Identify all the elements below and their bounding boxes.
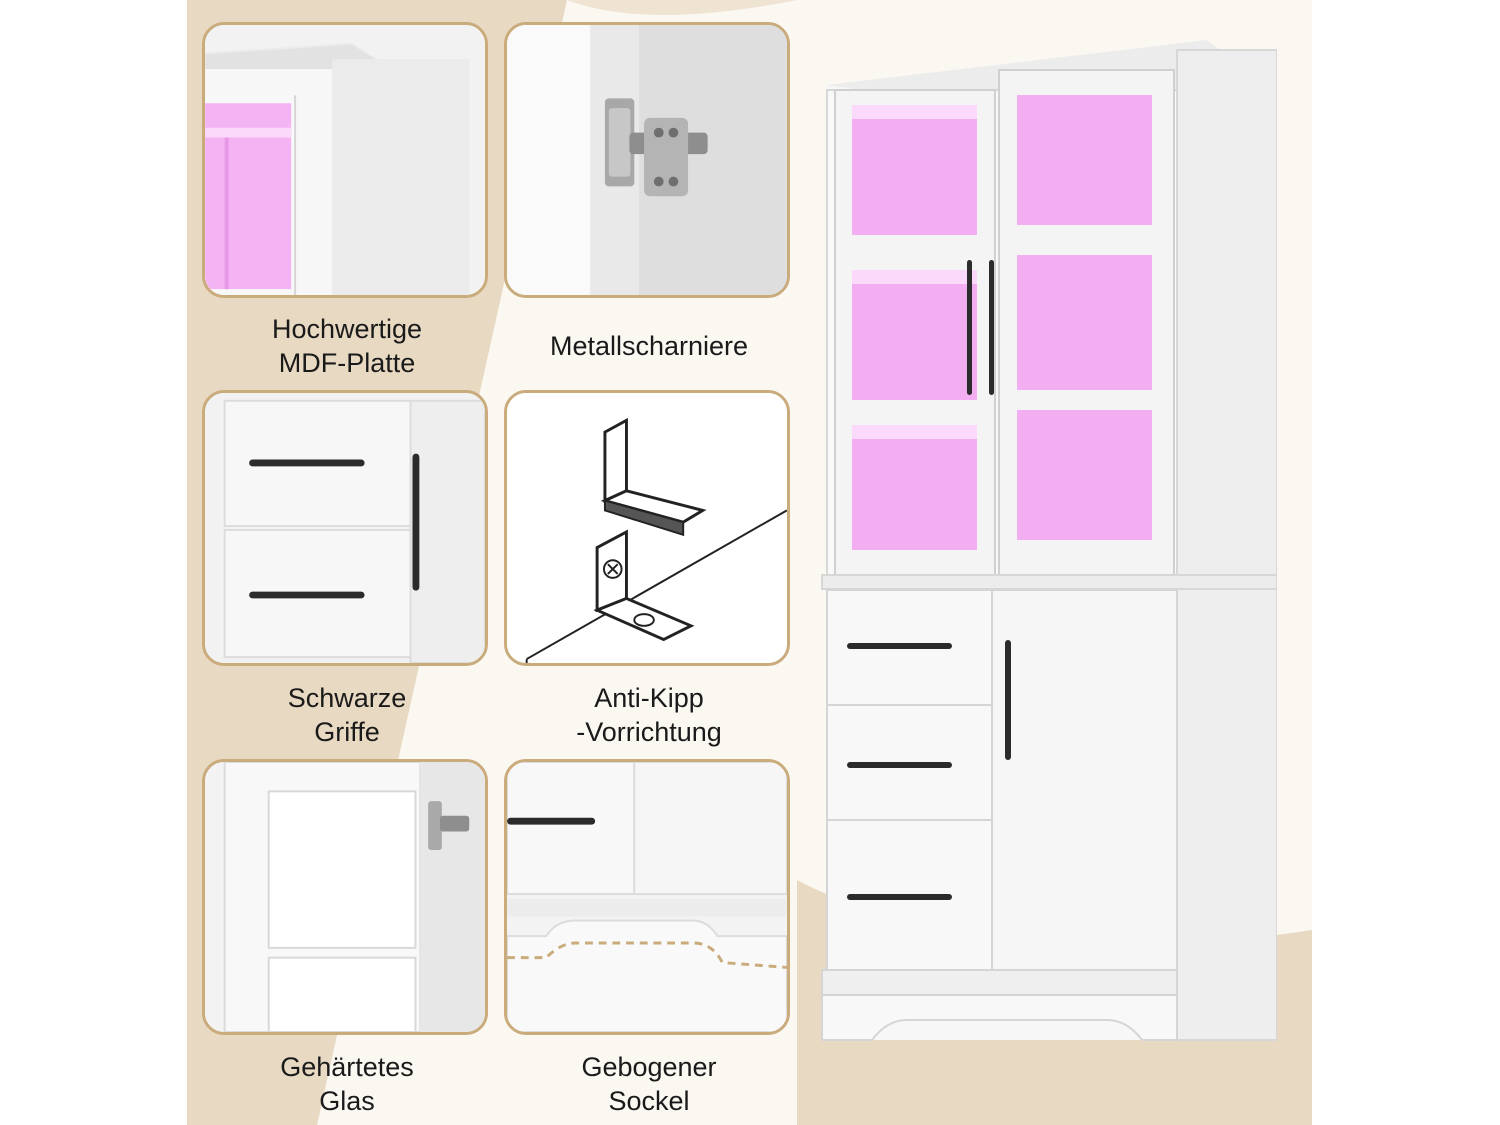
mdf-board-icon [205,25,485,295]
black-handle-icon [205,393,485,663]
metal-hinge-icon [507,25,787,295]
caption-anti-tip: Anti-Kipp-Vorrichtung [576,683,722,747]
panel-mdf-board [202,22,488,298]
caption-metal-hinge: Metallscharniere [549,331,749,361]
tempered-glass-icon [205,762,485,1032]
cabinet-icon [821,40,1278,1041]
panel-metal-hinge [504,22,790,298]
panel-curved-base [504,759,790,1035]
panel-tempered-glass [202,759,488,1035]
curved-base-icon [507,762,787,1032]
panel-anti-tip [504,390,790,666]
cabinet-illustration [807,30,1278,1060]
anti-tip-bracket-icon [507,393,787,663]
panel-black-handles [202,390,488,666]
